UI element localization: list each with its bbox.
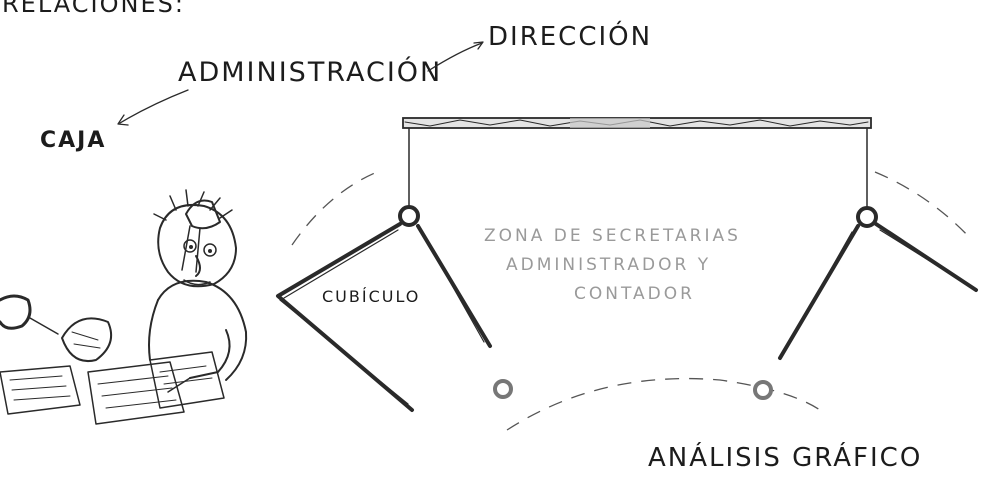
zona-label-line1: ZONA DE SECRETARIAS — [484, 226, 741, 246]
cubiculo-label: CUBÍCULO — [322, 287, 420, 306]
heading-relaciones: RELACIONES: — [2, 0, 185, 18]
label-direccion: DIRECCIÓN — [488, 20, 652, 52]
cubicle-left-wedge — [276, 222, 492, 412]
right-upper-arc — [874, 171, 973, 241]
label-administracion: ADMINISTRACIÓN — [178, 56, 442, 88]
zona-label-line2: ADMINISTRADOR Y — [506, 255, 711, 275]
stressed-worker-sketch — [0, 189, 248, 425]
pivot-ring-icon — [398, 205, 420, 227]
label-caja: CAJA — [40, 128, 106, 153]
arrow-head-caja — [117, 114, 129, 126]
pivot-ring-icon — [856, 206, 878, 228]
ring-icon-right — [753, 380, 773, 400]
left-upper-arc — [291, 169, 383, 246]
arrow-to-direccion — [427, 42, 483, 72]
analisis-grafico-label: ANÁLISIS GRÁFICO — [648, 441, 922, 473]
zona-label-line3: CONTADOR — [574, 284, 695, 304]
arrow-head-direccion — [473, 41, 484, 50]
top-beam — [402, 117, 872, 129]
arrow-to-caja — [119, 89, 189, 124]
ring-icon-left — [493, 379, 513, 399]
lower-arc — [506, 377, 821, 431]
cubicle-right-wedge — [778, 222, 978, 360]
